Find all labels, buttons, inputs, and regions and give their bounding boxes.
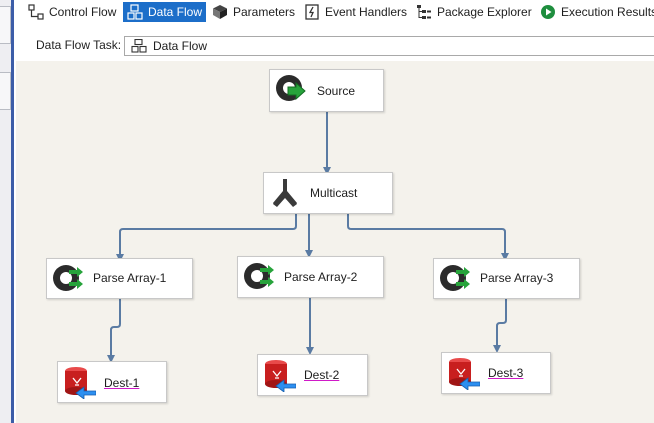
script-component-icon (440, 265, 470, 291)
node-label: Source (317, 84, 356, 98)
parse-array-1-node[interactable]: Parse Array-1 (46, 258, 193, 299)
tab-package-explorer[interactable]: Package Explorer (412, 2, 536, 22)
data-flow-task-select[interactable]: Data Flow (124, 36, 654, 56)
tab-label: Parameters (233, 5, 296, 19)
dest-3-node[interactable]: Dest-3 (441, 352, 551, 394)
package-explorer-icon (417, 5, 431, 19)
tab-parameters[interactable]: Parameters (208, 2, 299, 22)
parse-array-2-node[interactable]: Parse Array-2 (237, 256, 384, 298)
script-component-icon (244, 263, 274, 289)
node-label: Parse Array-1 (93, 271, 167, 285)
tab-event-handlers[interactable]: Event Handlers (300, 2, 411, 22)
source-icon (276, 75, 306, 101)
parameters-icon (213, 5, 227, 19)
path-multicast-parse1 (116, 212, 297, 262)
node-label: Dest-1 (104, 376, 140, 390)
gutter-tab[interactable] (0, 6, 11, 44)
data-flow-icon (127, 4, 143, 20)
gutter-accent (11, 0, 14, 423)
data-flow-task-bar: Data Flow Task: Data Flow (16, 25, 654, 62)
tab-label: Data Flow (148, 5, 203, 19)
data-flow-canvas[interactable]: Source Multicast Parse Array-1 Parse Arr… (16, 61, 654, 423)
data-flow-task-label: Data Flow Task: (36, 38, 122, 52)
path-multicast-parse3 (347, 212, 509, 261)
tab-control-flow[interactable]: Control Flow (24, 2, 120, 22)
parse-array-3-node[interactable]: Parse Array-3 (433, 258, 580, 299)
tab-label: Package Explorer (437, 5, 532, 19)
data-flow-icon (131, 39, 147, 53)
event-handlers-icon (305, 4, 319, 20)
path-parse3-dest3 (493, 297, 507, 353)
tab-data-flow[interactable]: Data Flow (123, 2, 207, 22)
data-flow-task-value: Data Flow (153, 39, 208, 53)
script-component-icon (53, 265, 83, 291)
left-gutter (0, 0, 14, 423)
execution-results-icon (541, 5, 555, 19)
node-label: Multicast (310, 186, 358, 200)
source-node[interactable]: Source (269, 69, 384, 112)
node-label: Dest-2 (304, 368, 340, 382)
multicast-icon (273, 179, 297, 207)
dest-1-node[interactable]: Dest-1 (57, 361, 167, 403)
destination-icon (265, 360, 296, 392)
path-parse1-dest1 (107, 297, 121, 363)
tab-label: Event Handlers (325, 5, 408, 19)
destination-icon (449, 358, 480, 390)
control-flow-icon (28, 4, 44, 20)
gutter-tab[interactable] (0, 72, 11, 110)
node-label: Parse Array-2 (284, 270, 358, 284)
tab-label: Control Flow (49, 5, 117, 19)
node-label: Parse Array-3 (480, 271, 554, 285)
tab-execution-results[interactable]: Execution Results (536, 2, 654, 22)
node-label: Dest-3 (488, 366, 524, 380)
connectors (107, 110, 509, 363)
destination-icon (65, 367, 96, 399)
tab-label: Execution Results (561, 5, 654, 19)
designer-tab-bar: Control Flow Data Flow Parameters Event … (16, 0, 654, 25)
dest-2-node[interactable]: Dest-2 (257, 354, 368, 396)
multicast-node[interactable]: Multicast (263, 172, 393, 214)
